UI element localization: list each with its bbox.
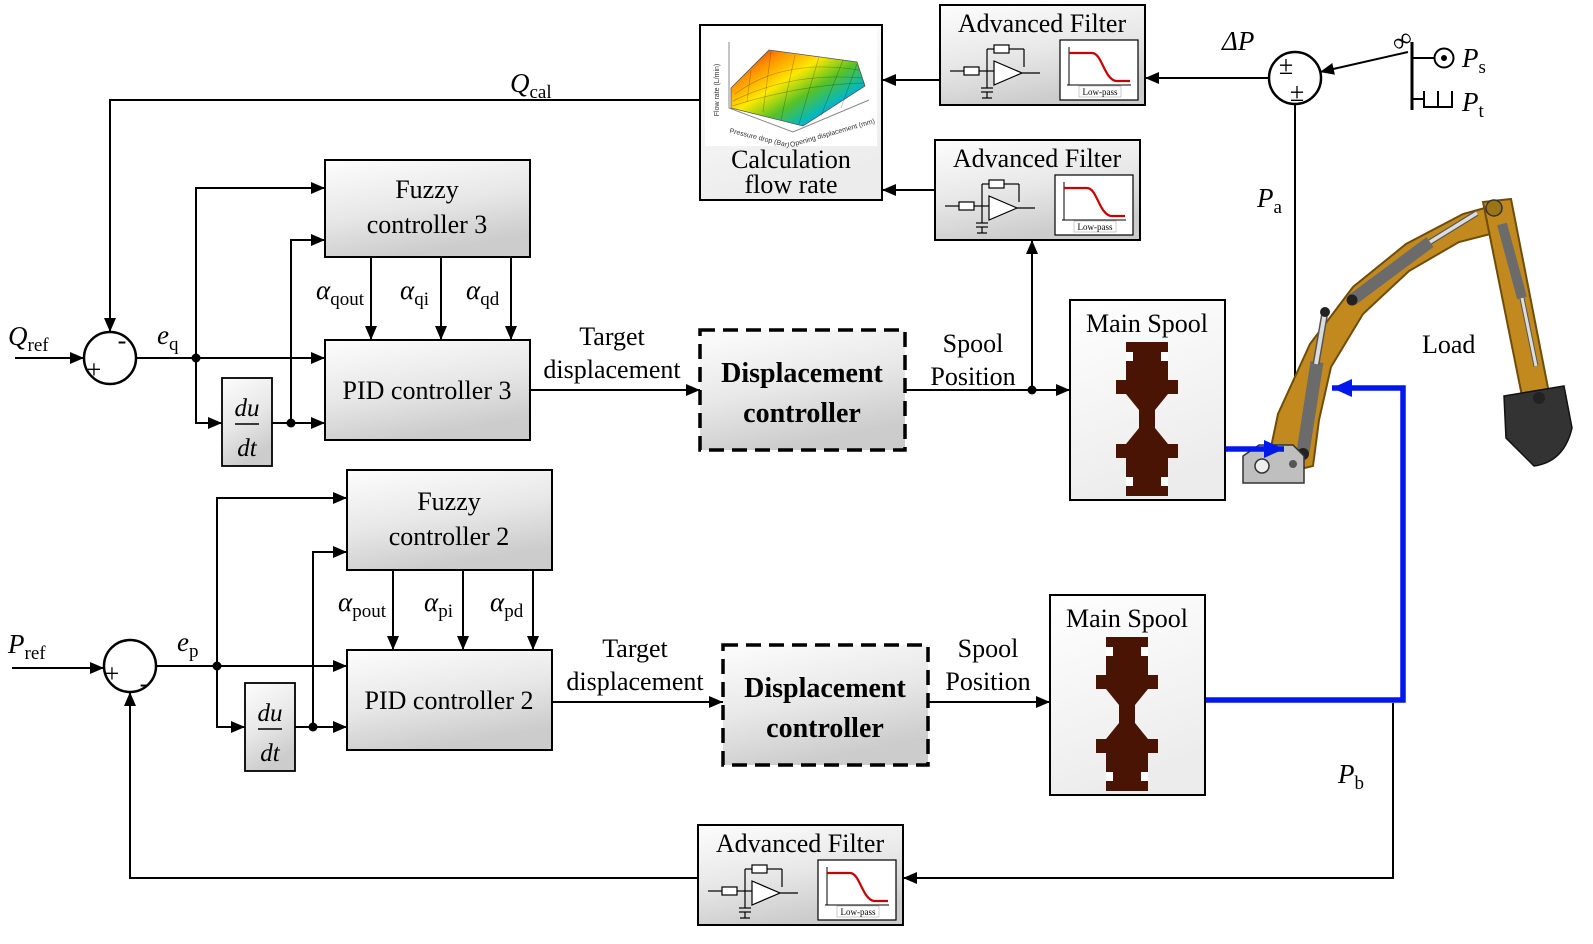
dudt-block-1 bbox=[221, 377, 273, 467]
pa-label: Pa bbox=[1256, 183, 1283, 218]
fuzzy-controller-2-block: Fuzzy controller 2 bbox=[346, 469, 553, 571]
cylinder-base-bracket bbox=[1242, 444, 1305, 484]
pb-label: Pb bbox=[1337, 759, 1364, 794]
main-spool-2 bbox=[1050, 595, 1205, 795]
calculation-flow-rate-block: Calculation flow rate bbox=[699, 24, 883, 201]
alpha-qi-label: αqi bbox=[400, 275, 429, 310]
excavator-bucket bbox=[1503, 385, 1573, 467]
spool-position-1-line1: Spool bbox=[943, 329, 1004, 358]
eq-label: eq bbox=[157, 320, 179, 355]
calc-label-line1: Calculation bbox=[731, 145, 851, 174]
hydraulic-lines bbox=[1205, 379, 1406, 703]
wire-derivative-to-fuzzy3 bbox=[290, 234, 325, 423]
sum2-pm-top: ± bbox=[1279, 51, 1293, 80]
pid3-label: PID controller 3 bbox=[343, 376, 512, 405]
alpha-qd-label: αqd bbox=[466, 275, 500, 310]
wire-pspt-to-sum2 bbox=[1319, 51, 1409, 75]
sum2-pm-bottom: ± bbox=[1290, 78, 1304, 107]
load-label: Load bbox=[1422, 330, 1475, 359]
boom-cylinder-rod bbox=[1314, 311, 1327, 365]
wire-eq-to-dudt1 bbox=[195, 358, 222, 429]
alpha-qout-label: αqout bbox=[316, 275, 365, 310]
advanced-filter-3 bbox=[698, 825, 903, 925]
main-spool-1 bbox=[1070, 300, 1225, 500]
bucket-cylinder bbox=[1497, 222, 1527, 300]
sum1-plus-sign: + bbox=[87, 355, 102, 384]
stick-cylinder-rod bbox=[1429, 211, 1478, 244]
target-displacement-1-line2: displacement bbox=[543, 355, 681, 384]
spool-position-1-line2: Position bbox=[930, 362, 1015, 391]
pid-controller-2-block: PID controller 2 bbox=[346, 649, 553, 751]
wire-derivative-to-fuzzy2 bbox=[312, 546, 347, 727]
pref-label: Pref bbox=[7, 629, 46, 664]
wire-ep-to-fuzzy2 bbox=[216, 492, 347, 666]
target-displacement-1-line1: Target bbox=[579, 322, 645, 351]
pid-controller-3-block: PID controller 3 bbox=[324, 339, 531, 441]
hydraulic-line-spool2-to-cylinder bbox=[1205, 379, 1406, 703]
advanced-filter-1 bbox=[940, 5, 1145, 105]
alpha-pi-label: αpi bbox=[424, 587, 453, 622]
ep-label: ep bbox=[177, 627, 198, 662]
excavator-load-graphic bbox=[1242, 197, 1573, 484]
wire-qcal-feedback bbox=[104, 99, 700, 332]
pressure-source-icon bbox=[1433, 47, 1455, 69]
dudt-block-2 bbox=[244, 682, 296, 772]
bucket-cylinder-rod bbox=[1520, 297, 1538, 367]
pid2-label: PID controller 2 bbox=[365, 686, 534, 715]
fuzzy-controller-3-block: Fuzzy controller 3 bbox=[324, 159, 531, 258]
wire-pb-feedback bbox=[903, 703, 1394, 884]
delta-p-label: ΔP bbox=[1221, 26, 1254, 56]
qcal-label: Qcal bbox=[510, 68, 552, 103]
junction-dots bbox=[191, 353, 1037, 732]
spool-position-2-line2: Position bbox=[945, 667, 1030, 696]
fuzzy3-label-line1: Fuzzy bbox=[395, 175, 459, 204]
advanced-filter-2 bbox=[935, 140, 1140, 240]
fuzzy2-label-line1: Fuzzy bbox=[417, 487, 481, 516]
supply-pressure-group: ∞ Ps Pt bbox=[1385, 22, 1486, 122]
stick-cylinder bbox=[1348, 237, 1434, 305]
wire-eq-to-fuzzy3 bbox=[195, 182, 325, 358]
target-displacement-2-line2: displacement bbox=[566, 667, 704, 696]
signal-wires bbox=[12, 51, 1409, 884]
sum3-minus-sign: - bbox=[140, 669, 149, 698]
pt-label: Pt bbox=[1461, 87, 1485, 122]
qref-label: Qref bbox=[8, 321, 49, 356]
displacement-controller-2 bbox=[721, 643, 930, 767]
target-displacement-2-line1: Target bbox=[602, 634, 668, 663]
displacement-controller-1 bbox=[698, 328, 907, 452]
alpha-pd-label: αpd bbox=[490, 587, 524, 622]
wire-filter3-to-sum3 bbox=[124, 692, 698, 879]
sum1-minus-sign: - bbox=[118, 326, 127, 355]
fuzzy2-label-line2: controller 2 bbox=[389, 522, 510, 551]
wire-ep-to-dudt2 bbox=[216, 666, 245, 733]
alpha-pout-label: αpout bbox=[338, 587, 387, 622]
boom-cylinder bbox=[1296, 361, 1324, 453]
tank-icon bbox=[1423, 91, 1453, 108]
spool-position-2-line1: Spool bbox=[958, 634, 1019, 663]
excavator-stick bbox=[1481, 197, 1551, 403]
ps-label: Ps bbox=[1461, 43, 1486, 78]
calc-label-line2: flow rate bbox=[744, 170, 837, 199]
fuzzy3-label-line2: controller 3 bbox=[367, 210, 488, 239]
sum3-plus-sign: + bbox=[105, 659, 120, 688]
